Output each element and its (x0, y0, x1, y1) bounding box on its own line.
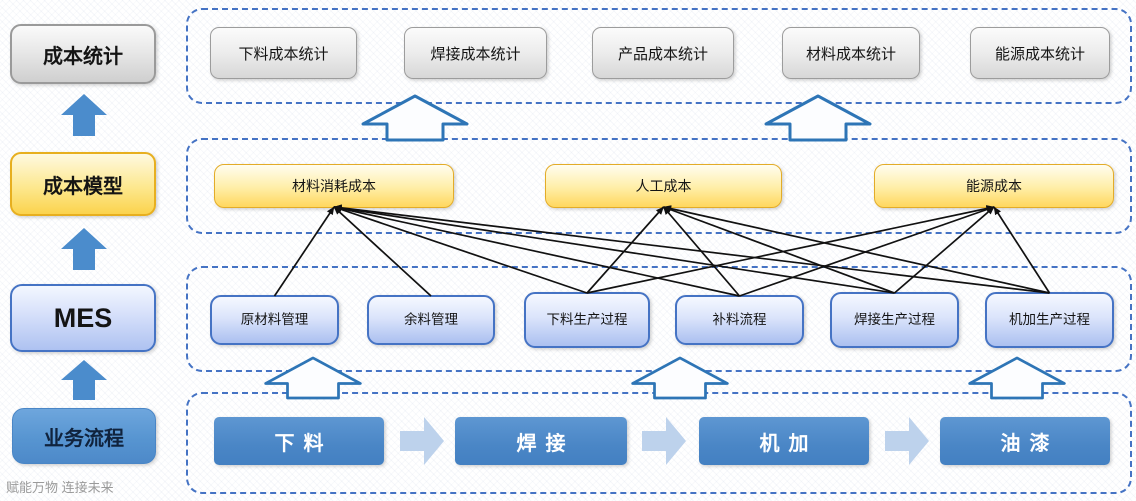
up-arrow-icon (61, 94, 107, 136)
stage-business-process: 业务流程 (12, 408, 156, 464)
flow-up-arrow-icon (764, 94, 872, 142)
process-step-blanking: 下料 (214, 417, 384, 465)
flow-up-arrow-icon (631, 356, 729, 400)
cost-model-layer: 材料消耗成本 人工成本 能源成本 (186, 138, 1132, 234)
mes-layer: 原材料管理 余料管理 下料生产过程 补料流程 焊接生产过程 机加生产过程 (186, 266, 1132, 372)
process-step-painting: 油漆 (940, 417, 1110, 465)
stat-box-material: 材料成本统计 (782, 27, 920, 79)
watermark-text: 赋能万物 连接未来 (6, 480, 114, 495)
cost-box-material-consumption: 材料消耗成本 (214, 164, 454, 208)
process-step-welding: 焊接 (455, 417, 627, 465)
cost-box-labor: 人工成本 (545, 164, 782, 208)
stat-box-blanking: 下料成本统计 (210, 27, 357, 79)
flow-up-arrow-icon (264, 356, 362, 400)
mes-box-machining-process: 机加生产过程 (985, 292, 1114, 348)
mes-box-welding-process: 焊接生产过程 (830, 292, 959, 348)
mes-box-blanking-process: 下料生产过程 (524, 292, 650, 348)
next-step-arrow-icon (642, 417, 686, 465)
stage-mes: MES (10, 284, 156, 352)
mes-box-replenish-flow: 补料流程 (675, 295, 804, 345)
next-step-arrow-icon (400, 417, 444, 465)
flow-up-arrow-icon (361, 94, 469, 142)
stat-box-energy: 能源成本统计 (970, 27, 1110, 79)
process-layer: 下料 焊接 机加 油漆 (186, 392, 1132, 494)
next-step-arrow-icon (885, 417, 929, 465)
flow-up-arrow-icon (968, 356, 1066, 400)
stage-cost-statistics: 成本统计 (10, 24, 156, 84)
up-arrow-icon (61, 228, 107, 270)
process-step-machining: 机加 (699, 417, 869, 465)
stat-box-product: 产品成本统计 (592, 27, 734, 79)
up-arrow-icon (61, 360, 107, 400)
mes-box-surplus-material-mgmt: 余料管理 (367, 295, 495, 345)
stage-cost-model: 成本模型 (10, 152, 156, 216)
stat-box-welding: 焊接成本统计 (404, 27, 547, 79)
mes-box-raw-material-mgmt: 原材料管理 (210, 295, 339, 345)
statistics-layer: 下料成本统计 焊接成本统计 产品成本统计 材料成本统计 能源成本统计 (186, 8, 1132, 104)
cost-box-energy: 能源成本 (874, 164, 1114, 208)
